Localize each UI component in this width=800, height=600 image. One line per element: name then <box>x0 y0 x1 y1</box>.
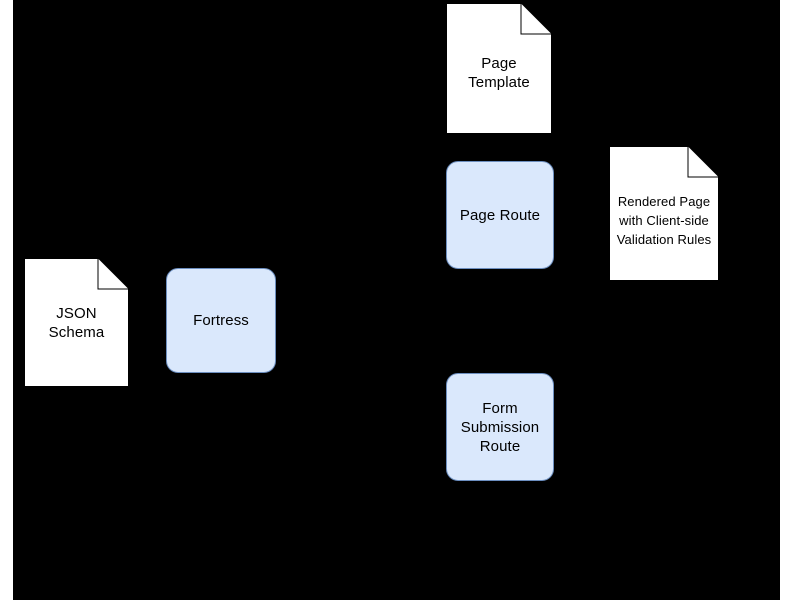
diagram-backdrop <box>13 0 780 600</box>
node-form-submission-route[interactable]: Form Submission Route <box>446 373 554 481</box>
document-shape-icon <box>609 146 719 281</box>
node-json-schema[interactable]: JSON Schema <box>24 258 129 387</box>
node-page-template-label: Page Template <box>468 54 530 91</box>
edge-page-route-to-rendered-page <box>553 212 609 216</box>
node-json-schema-label: JSON Schema <box>48 304 105 341</box>
document-shape-icon <box>24 258 129 387</box>
node-rendered-page[interactable]: Rendered Page with Client-side Validatio… <box>609 146 719 281</box>
node-page-route-label: Page Route <box>459 206 541 224</box>
document-shape-icon <box>446 3 552 134</box>
node-fortress[interactable]: Fortress <box>166 268 276 373</box>
node-page-template[interactable]: Page Template <box>446 3 552 134</box>
edge-json-schema-to-fortress <box>128 319 166 323</box>
node-form-submission-route-label: Form Submission Route <box>460 399 540 455</box>
edge-fortress-to-page-route <box>276 214 445 321</box>
node-page-route[interactable]: Page Route <box>446 161 554 269</box>
node-fortress-label: Fortress <box>193 312 249 329</box>
node-rendered-page-label: Rendered Page with Client-side Validatio… <box>616 194 712 247</box>
edge-fortress-to-form-submission <box>276 319 445 428</box>
